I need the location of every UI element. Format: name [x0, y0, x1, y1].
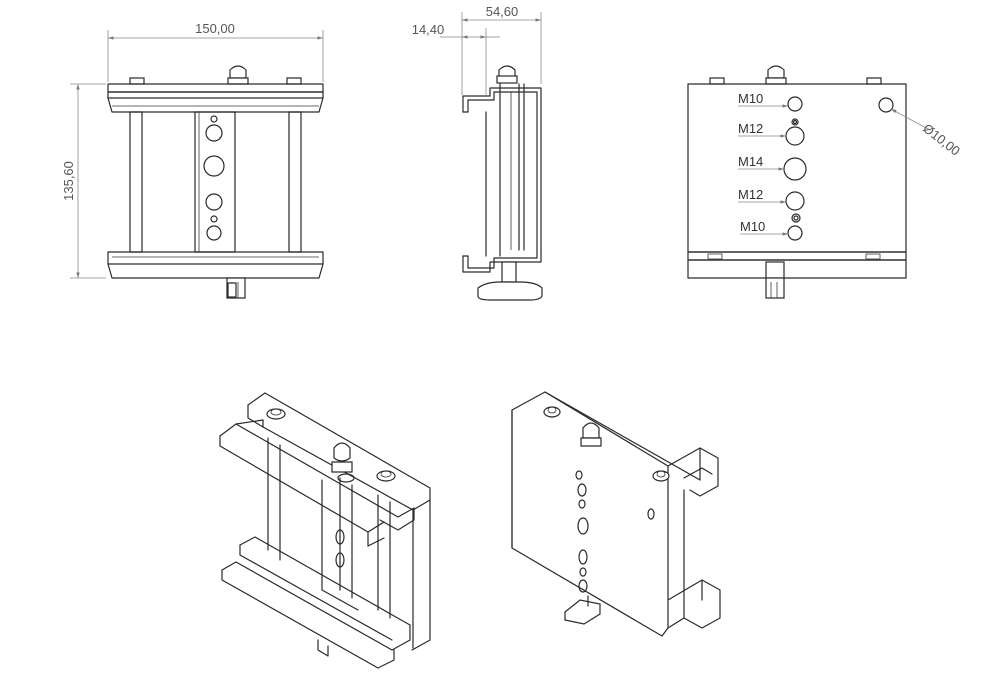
- hole-label-1: M10: [738, 91, 788, 108]
- hole-label-1-text: M10: [738, 91, 763, 106]
- width-dimension: 150,00: [107, 21, 324, 82]
- hole-label-5: M10: [740, 219, 788, 236]
- width-dimension-label: 150,00: [195, 21, 235, 36]
- back-view: M10 M12 M14 M12 M10 Ø10,00: [687, 65, 963, 299]
- offset-dimension-label: 14,40: [412, 22, 445, 37]
- height-dimension: 135,60: [61, 83, 106, 279]
- diameter-dimension: Ø10,00: [890, 108, 963, 159]
- depth-dimension-label: 54,60: [486, 4, 519, 19]
- hole-label-5-text: M10: [740, 219, 765, 234]
- isometric-view-front: [219, 392, 431, 669]
- offset-dimension: 14,40: [412, 22, 500, 95]
- hole-label-3: M14: [738, 154, 784, 171]
- diameter-dimension-label: Ø10,00: [920, 121, 963, 159]
- hole-label-2: M12: [738, 121, 786, 138]
- side-view: 54,60 14,40: [412, 4, 543, 301]
- hole-label-3-text: M14: [738, 154, 763, 169]
- depth-dimension: 54,60: [461, 4, 542, 95]
- hole-label-4: M12: [738, 187, 786, 204]
- hole-label-2-text: M12: [738, 121, 763, 136]
- height-dimension-label: 135,60: [61, 161, 76, 201]
- front-view: 150,00 135,60: [61, 21, 324, 299]
- hole-label-4-text: M12: [738, 187, 763, 202]
- isometric-view-back: [511, 391, 721, 637]
